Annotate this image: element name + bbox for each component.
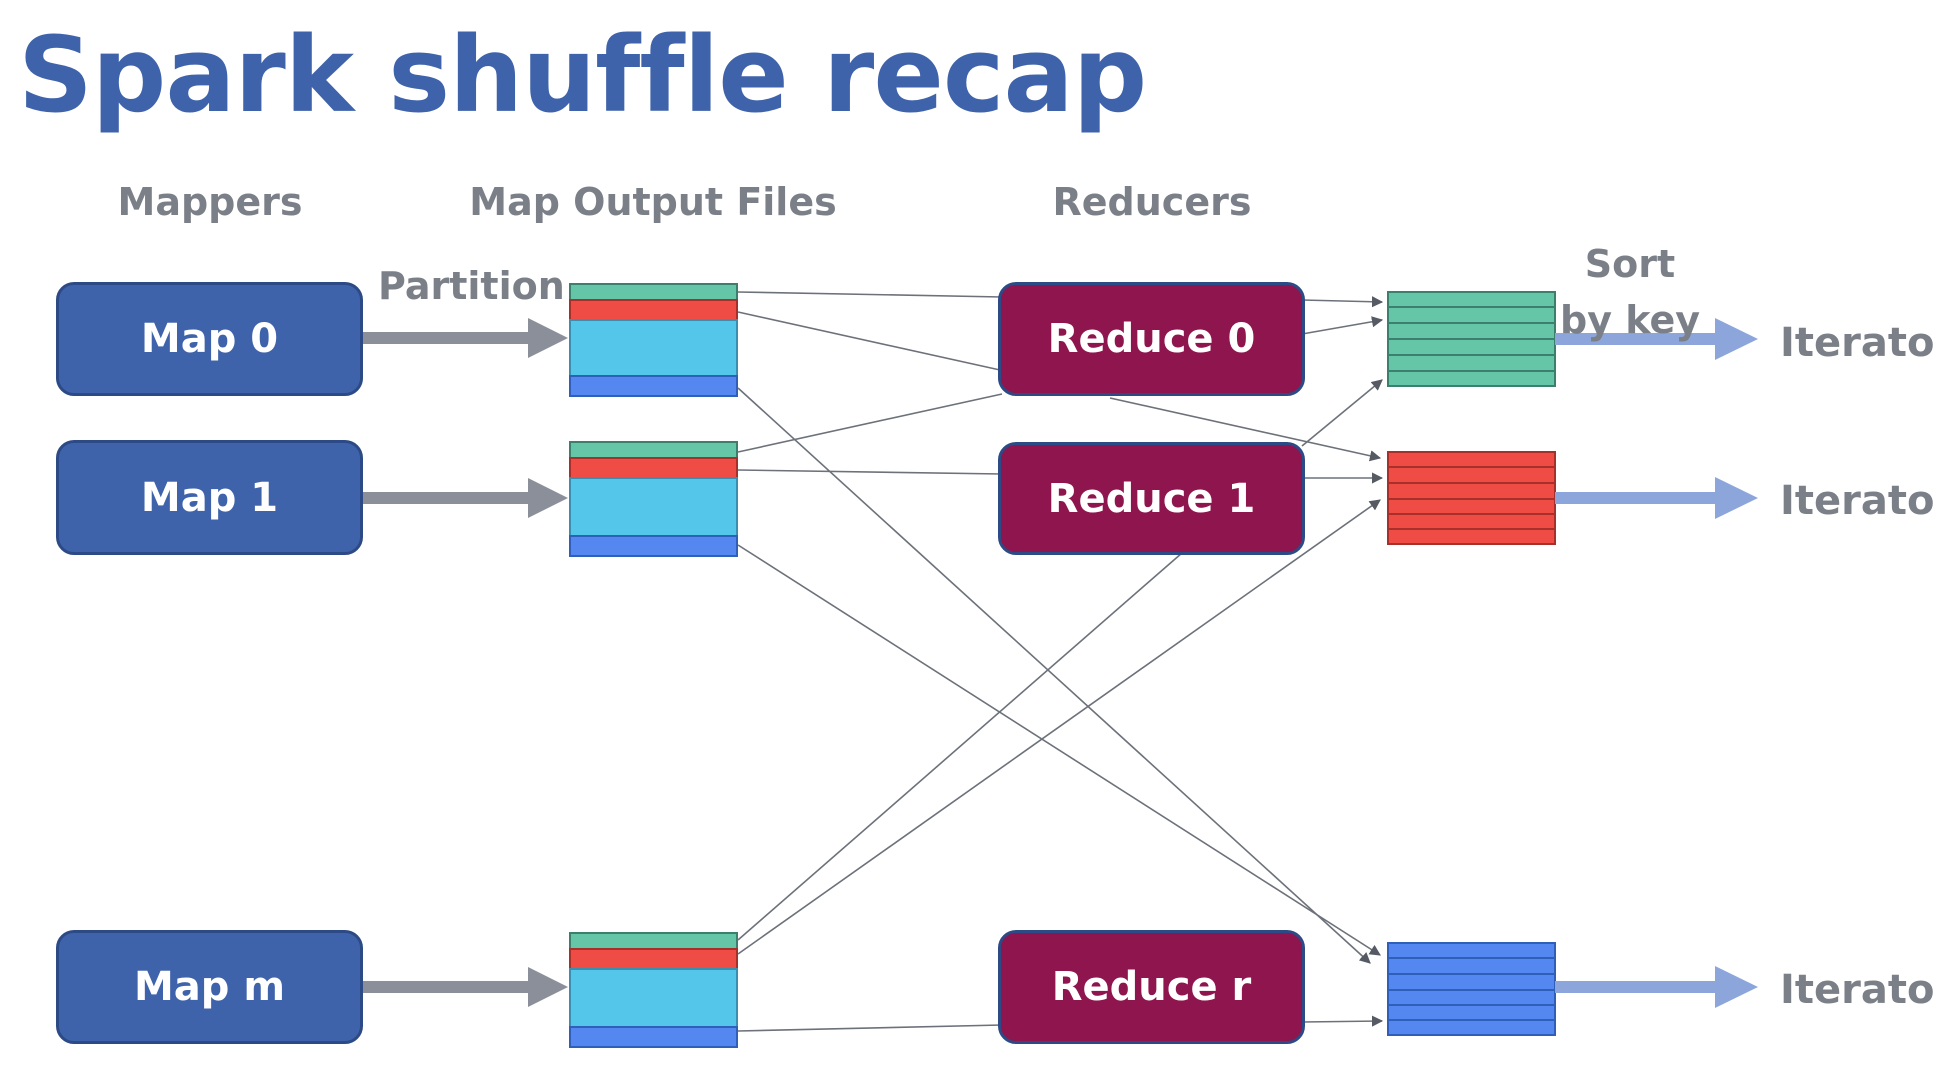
sort-by-key-label: Sort by key — [1560, 242, 1700, 342]
shuffle-line — [1301, 296, 1384, 308]
iterator-label-r: Iterator — [1780, 967, 1937, 1013]
iterator-label-1: Iterator — [1780, 478, 1937, 524]
iterator-arrow-r — [1555, 966, 1758, 1008]
shuffle-line — [737, 1024, 1003, 1032]
map-box-m: Map m — [56, 930, 363, 1044]
shuffle-line — [737, 469, 1003, 475]
iterator-label-0: Iterator — [1780, 320, 1937, 366]
partition-arrow-0 — [362, 318, 568, 358]
partition-arrow-m — [362, 967, 568, 1007]
map-box-1: Map 1 — [56, 440, 363, 555]
shuffle-line — [737, 552, 1183, 941]
map-output-file-m — [569, 932, 738, 1048]
iterator-arrow-1 — [1555, 477, 1758, 519]
header-reducers: Reducers — [1052, 180, 1252, 224]
partition-arrow-1 — [362, 478, 568, 518]
iterator-arrows — [1555, 318, 1758, 1008]
sorted-buffer-1 — [1387, 451, 1556, 545]
reduce-box-r: Reduce r — [998, 930, 1305, 1044]
header-mappers: Mappers — [117, 180, 303, 224]
shuffle-line — [737, 291, 1003, 298]
shuffle-line — [1301, 379, 1383, 447]
shuffle-line — [737, 544, 1381, 956]
shuffle-line — [1301, 316, 1384, 335]
page-title: Spark shuffle recap — [18, 14, 1147, 136]
shuffle-line — [737, 311, 1001, 371]
shuffle-line — [737, 393, 1003, 453]
shuffle-line — [1301, 1015, 1384, 1027]
header-map-output-files: Map Output Files — [469, 180, 837, 224]
map-box-0: Map 0 — [56, 282, 363, 396]
shuffle-line — [737, 499, 1381, 955]
reduce-box-0: Reduce 0 — [998, 282, 1305, 396]
shuffle-line — [737, 387, 1371, 964]
iterator-arrow-0 — [1555, 318, 1758, 360]
sorted-buffer-0 — [1387, 291, 1556, 387]
partition-arrows — [362, 318, 568, 1007]
map-output-file-0 — [569, 283, 738, 397]
map-output-file-1 — [569, 441, 738, 557]
reduce-box-1: Reduce 1 — [998, 442, 1305, 555]
sorted-buffer-r — [1387, 942, 1556, 1036]
partition-label: Partition — [378, 264, 565, 308]
shuffle-line — [1109, 397, 1382, 462]
shuffle-lines — [737, 291, 1384, 1032]
